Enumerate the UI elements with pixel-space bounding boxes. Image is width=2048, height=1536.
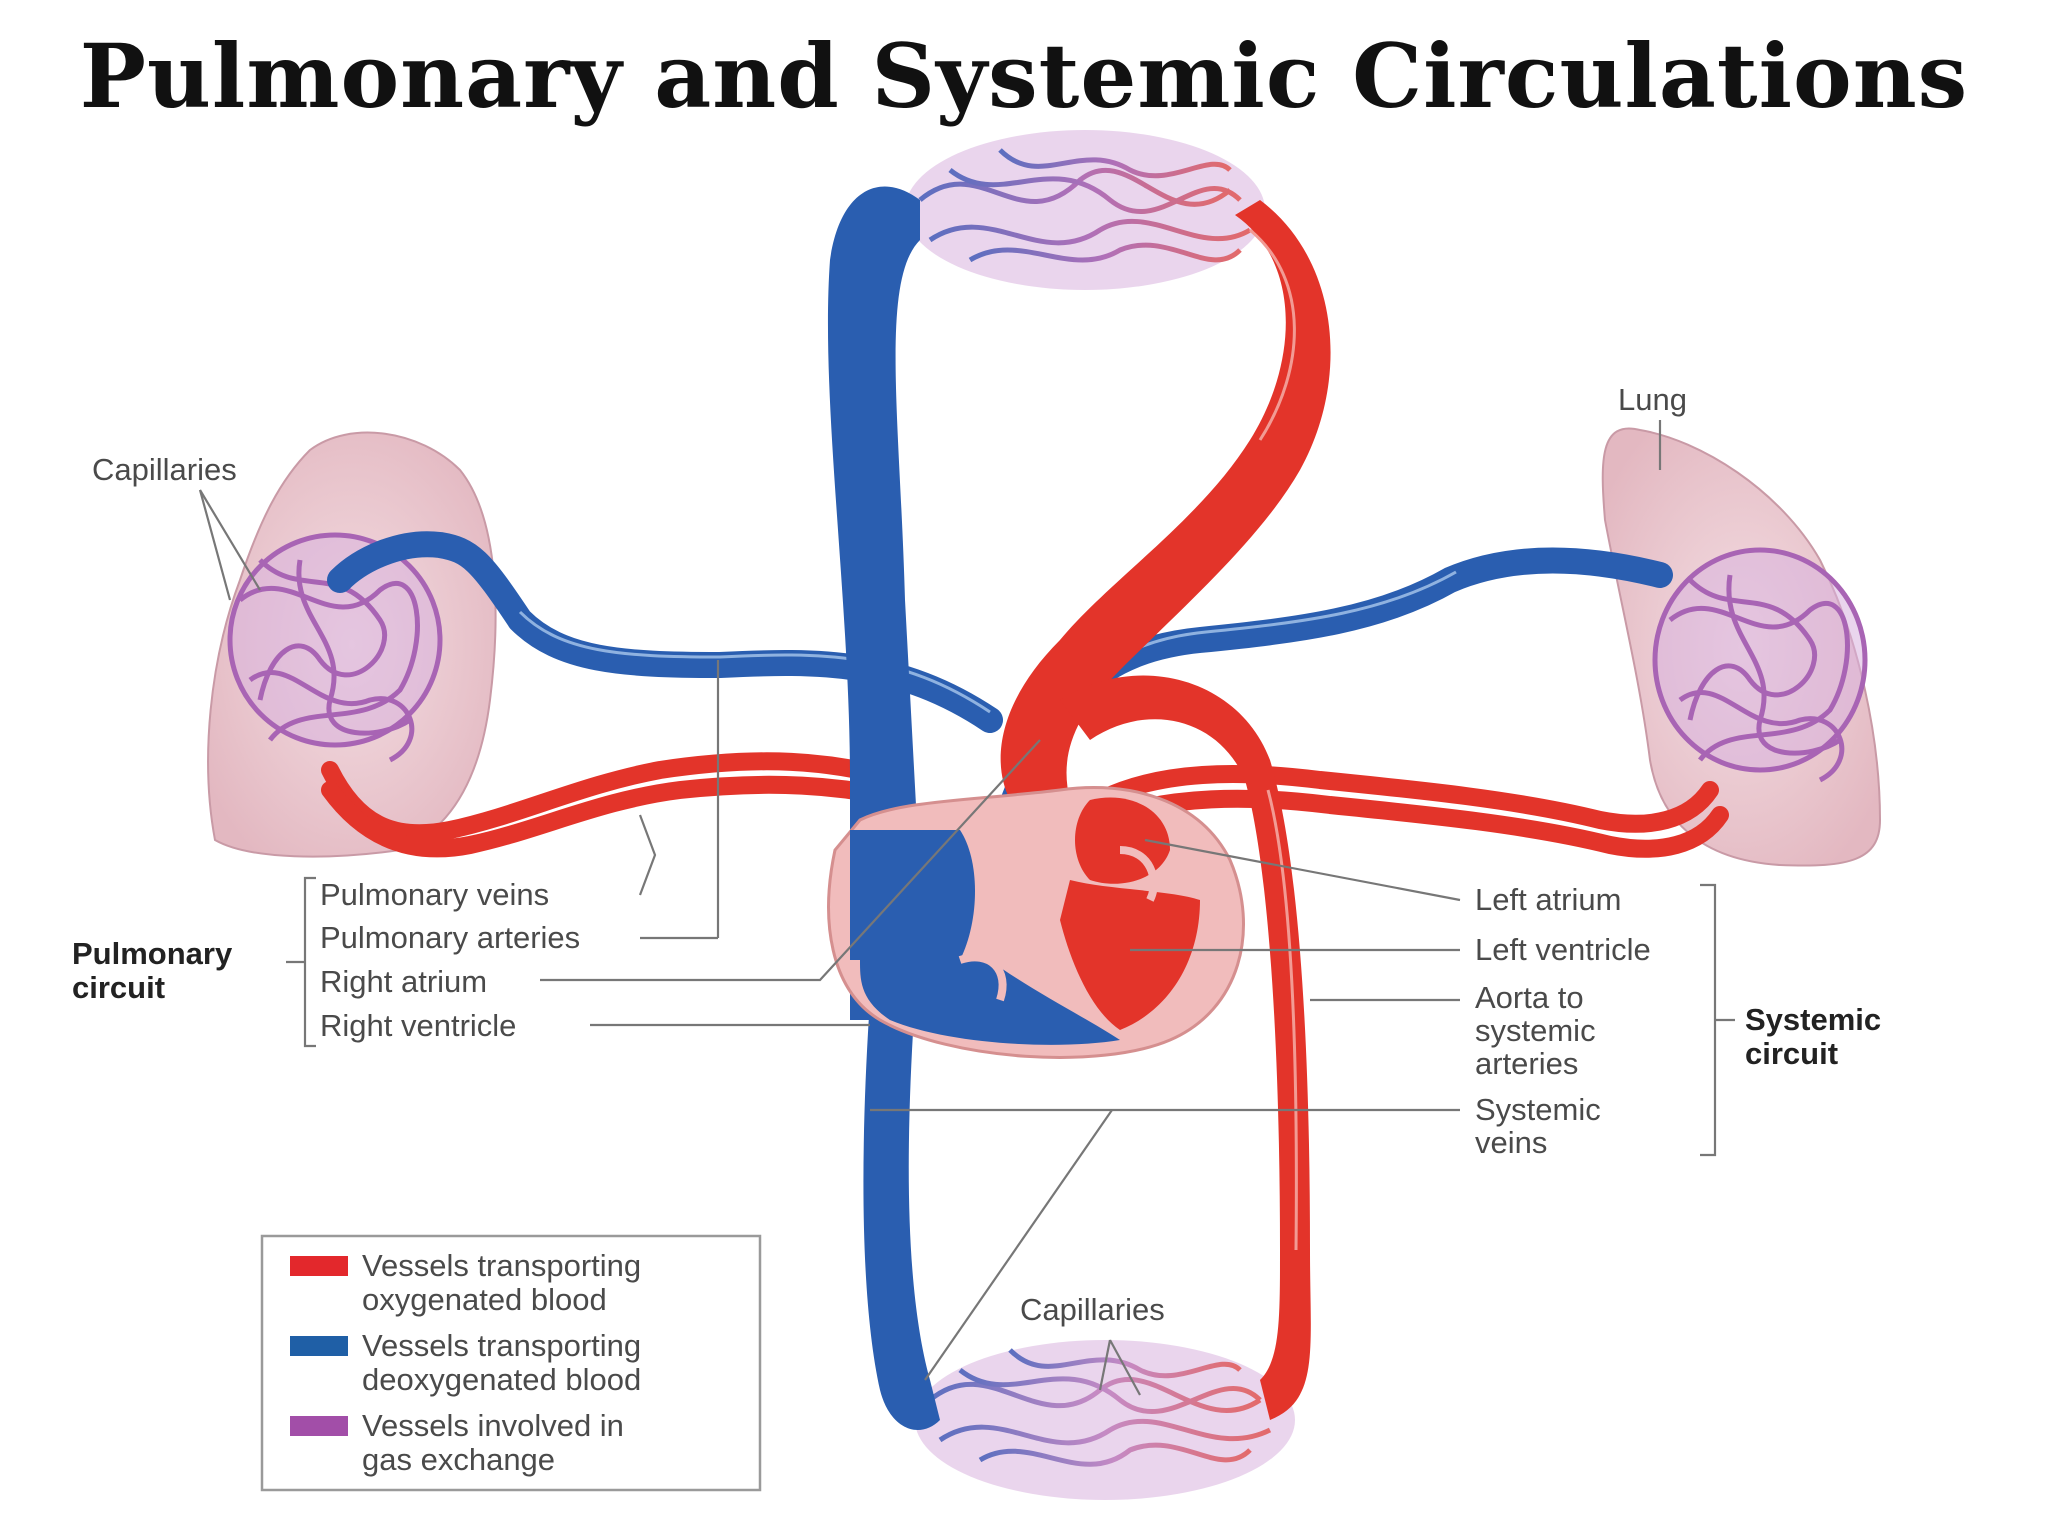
legend-swatch-oxygenated	[290, 1256, 348, 1276]
label-systemic-veins-1: Systemic	[1475, 1092, 1601, 1127]
label-aorta-2: systemic	[1475, 1013, 1596, 1048]
label-capillaries-lung: Capillaries	[92, 452, 237, 487]
label-systemic-circuit-1: Systemic	[1745, 1002, 1881, 1037]
label-pulmonary-arteries: Pulmonary arteries	[320, 920, 580, 955]
pulmonary-veins	[321, 752, 1729, 858]
label-right-atrium: Right atrium	[320, 964, 487, 999]
legend-swatch-deoxygenated	[290, 1336, 348, 1356]
legend-oxygenated-2: oxygenated blood	[362, 1282, 607, 1317]
right-lung-capillaries	[1652, 547, 1868, 783]
pulmonary-arteries	[327, 531, 1673, 823]
legend-box	[260, 1234, 762, 1492]
page-title: Pulmonary and Systemic Circulations	[79, 24, 1969, 128]
label-right-ventricle: Right ventricle	[320, 1008, 516, 1043]
label-left-atrium: Left atrium	[1475, 882, 1621, 917]
label-systemic-veins-2: veins	[1475, 1125, 1547, 1160]
label-lung: Lung	[1618, 382, 1687, 417]
legend-oxygenated-1: Vessels transporting	[362, 1248, 641, 1283]
upper-body-capillaries	[905, 130, 1265, 290]
lower-body-capillaries	[915, 1340, 1295, 1500]
aorta-highlight	[1249, 228, 1298, 1251]
legend-swatch-gas-exchange	[290, 1416, 348, 1436]
legend-deoxygenated-1: Vessels transporting	[362, 1328, 641, 1363]
right-atrium-chamber	[850, 830, 975, 960]
legend-deoxygenated-2: deoxygenated blood	[362, 1362, 641, 1397]
left-lung-capillaries	[227, 532, 443, 763]
label-aorta-1: Aorta to	[1475, 980, 1584, 1015]
legend: Vessels transporting oxygenated blood Ve…	[260, 1234, 762, 1492]
label-capillaries-body: Capillaries	[1020, 1292, 1165, 1327]
left-ventricle-chamber	[1060, 880, 1200, 1030]
label-pulmonary-circuit-1: Pulmonary	[72, 936, 233, 971]
right-ventricle-chamber	[860, 960, 1120, 1045]
label-aorta-3: arteries	[1475, 1046, 1578, 1081]
label-pulmonary-circuit-2: circuit	[72, 970, 165, 1005]
label-left-ventricle: Left ventricle	[1475, 932, 1651, 967]
legend-gas-exchange-1: Vessels involved in	[362, 1408, 624, 1443]
aorta	[1000, 200, 1331, 1420]
label-pulmonary-veins: Pulmonary veins	[320, 877, 549, 912]
leader-lines	[198, 420, 1735, 1396]
legend-gas-exchange-2: gas exchange	[362, 1442, 555, 1477]
heart	[827, 786, 1245, 1059]
label-systemic-circuit-2: circuit	[1745, 1036, 1838, 1071]
